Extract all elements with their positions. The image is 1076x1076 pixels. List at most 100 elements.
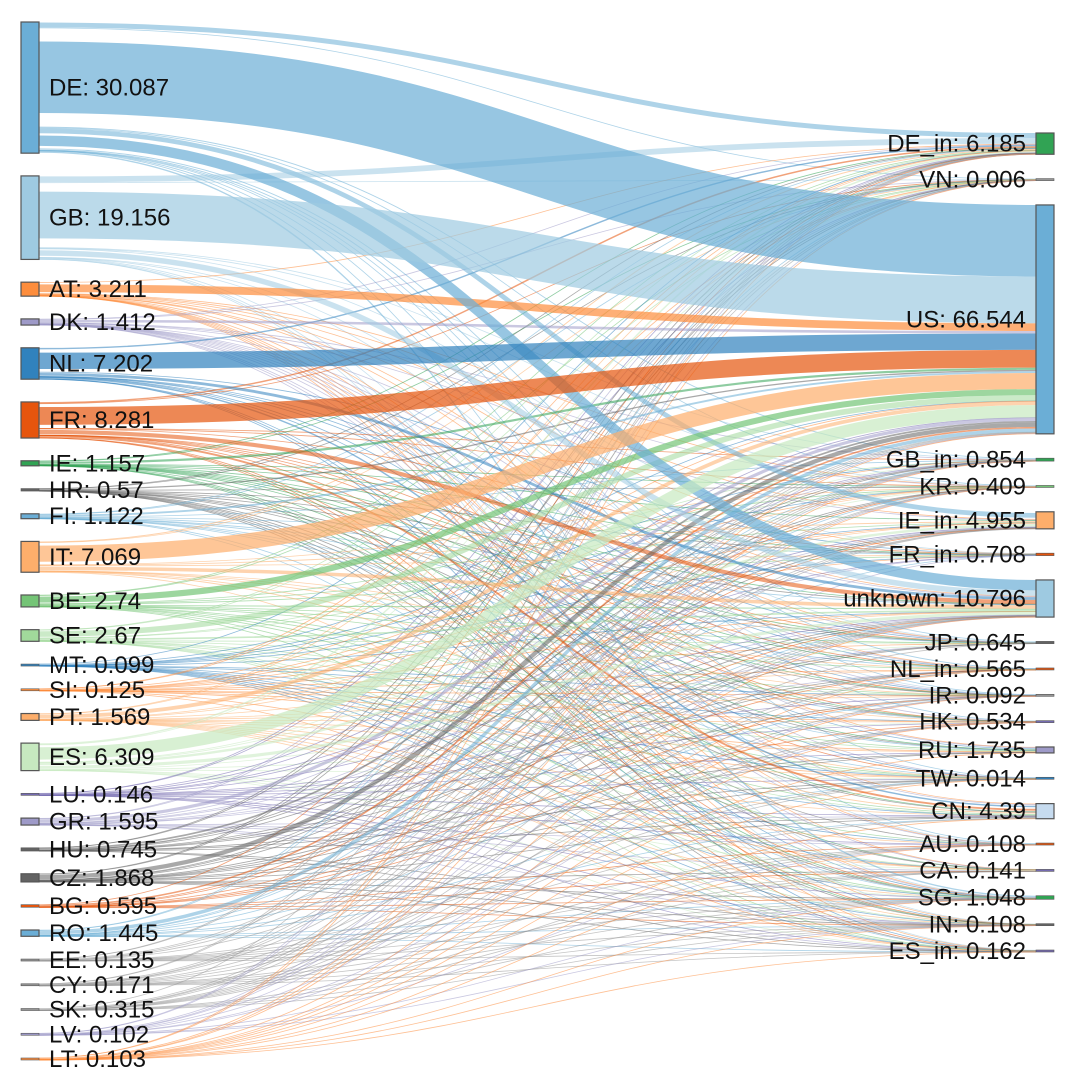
node-US[interactable] bbox=[1035, 204, 1055, 435]
link-MT-CN bbox=[38, 665, 1037, 817]
link-LU-SG bbox=[38, 794, 1037, 900]
label-IE: IE: 1.157 bbox=[49, 450, 145, 477]
node-NL[interactable] bbox=[20, 347, 40, 380]
node-KR[interactable] bbox=[1035, 485, 1055, 488]
label-CN: CN: 4.39 bbox=[931, 798, 1026, 825]
link-CZ-TW bbox=[38, 778, 1037, 882]
link-RO-ES_in bbox=[38, 935, 1037, 953]
link-RO-IR bbox=[38, 695, 1037, 937]
link-DE-US bbox=[38, 41, 1037, 277]
link-CY-KR bbox=[38, 487, 1037, 986]
node-BG[interactable] bbox=[20, 904, 40, 908]
node-DK[interactable] bbox=[20, 318, 40, 326]
node-NL_in[interactable] bbox=[1035, 667, 1055, 671]
node-FR_in[interactable] bbox=[1035, 552, 1055, 556]
node-SG[interactable] bbox=[1035, 895, 1055, 900]
link-LU-GB_in bbox=[38, 460, 1037, 796]
link-LV-unknown bbox=[38, 616, 1037, 1036]
node-SE[interactable] bbox=[20, 629, 40, 642]
node-RO[interactable] bbox=[20, 929, 40, 937]
node-HR[interactable] bbox=[20, 488, 40, 492]
node-ES_in[interactable] bbox=[1035, 949, 1055, 953]
label-FR: FR: 8.281 bbox=[49, 407, 154, 434]
node-IR[interactable] bbox=[1035, 694, 1055, 697]
node-FR[interactable] bbox=[20, 401, 40, 439]
node-CA[interactable] bbox=[1035, 869, 1055, 872]
link-HR-unknown bbox=[38, 490, 1037, 605]
node-IE_in[interactable] bbox=[1035, 511, 1055, 530]
link-RO-US bbox=[38, 428, 1037, 935]
node-RU[interactable] bbox=[1035, 746, 1055, 754]
label-VN: VN: 0.006 bbox=[919, 167, 1026, 194]
link-ES-DE_in bbox=[38, 151, 1037, 745]
label-EE: EE: 0.135 bbox=[49, 947, 154, 974]
node-AU[interactable] bbox=[1035, 842, 1055, 846]
link-MT-ES_in bbox=[38, 665, 1037, 952]
node-JP[interactable] bbox=[1035, 641, 1055, 644]
node-GB[interactable] bbox=[20, 175, 40, 261]
node-SI[interactable] bbox=[20, 688, 40, 692]
link-MT-GB_in bbox=[38, 460, 1037, 667]
link-EE-TW bbox=[38, 778, 1037, 962]
link-LU-TW bbox=[38, 778, 1037, 796]
node-CY[interactable] bbox=[20, 983, 40, 987]
node-MT[interactable] bbox=[20, 663, 40, 667]
link-EE-SG bbox=[38, 898, 1037, 962]
link-BG-IE_in bbox=[38, 528, 1037, 908]
link-LT-RU bbox=[38, 752, 1037, 1061]
link-HU-GB_in bbox=[38, 460, 1037, 851]
node-DE[interactable] bbox=[20, 21, 40, 154]
node-LT[interactable] bbox=[20, 1057, 40, 1061]
link-HR-JP bbox=[38, 490, 1037, 644]
link-BG-KR bbox=[38, 487, 1037, 908]
link-FR-JP bbox=[38, 434, 1037, 644]
link-SI-ES_in bbox=[38, 690, 1037, 952]
link-LU-ES_in bbox=[38, 794, 1037, 953]
link-SK-KR bbox=[38, 487, 1037, 1011]
link-AT-IE_in bbox=[38, 293, 1037, 520]
link-HR-FR_in bbox=[38, 490, 1037, 556]
node-AT[interactable] bbox=[20, 281, 40, 297]
node-HK[interactable] bbox=[1035, 720, 1055, 723]
link-FR-US bbox=[38, 349, 1037, 425]
node-CN[interactable] bbox=[1035, 803, 1055, 820]
node-BE[interactable] bbox=[20, 594, 40, 608]
link-DE-DE_in bbox=[38, 22, 1037, 138]
link-MT-HK bbox=[38, 665, 1037, 723]
node-IN[interactable] bbox=[1035, 923, 1055, 926]
nodes-layer bbox=[20, 21, 1055, 1061]
node-PT[interactable] bbox=[20, 712, 40, 721]
node-LU[interactable] bbox=[20, 793, 40, 796]
node-HU[interactable] bbox=[20, 847, 40, 852]
node-unknown[interactable] bbox=[1035, 579, 1055, 618]
node-ES[interactable] bbox=[20, 742, 40, 772]
label-GR: GR: 1.595 bbox=[49, 809, 158, 836]
link-DE-GB_in bbox=[38, 126, 1037, 460]
node-EE[interactable] bbox=[20, 958, 40, 962]
link-LT-IN bbox=[38, 925, 1037, 1061]
link-ES-unknown bbox=[38, 611, 1037, 769]
link-SK-GB_in bbox=[38, 460, 1037, 1011]
link-FR-CN bbox=[38, 435, 1037, 811]
node-DE_in[interactable] bbox=[1035, 132, 1055, 155]
node-IT[interactable] bbox=[20, 540, 40, 573]
node-SK[interactable] bbox=[20, 1008, 40, 1011]
node-GR[interactable] bbox=[20, 817, 40, 826]
node-VN[interactable] bbox=[1035, 178, 1055, 181]
link-GR-unknown bbox=[38, 614, 1037, 825]
node-CZ[interactable] bbox=[20, 873, 40, 883]
link-PT-CN bbox=[38, 719, 1037, 817]
link-IE-FR_in bbox=[38, 464, 1037, 556]
node-IE[interactable] bbox=[20, 460, 40, 467]
link-CZ-CA bbox=[38, 870, 1037, 883]
link-LT-AU bbox=[38, 844, 1037, 1061]
node-LV[interactable] bbox=[20, 1032, 40, 1036]
link-LV-KR bbox=[38, 487, 1037, 1036]
node-TW[interactable] bbox=[1035, 776, 1055, 780]
link-ES-GB_in bbox=[38, 460, 1037, 763]
node-FI[interactable] bbox=[20, 513, 40, 520]
label-RO: RO: 1.445 bbox=[49, 920, 158, 947]
link-SI-TW bbox=[38, 690, 1037, 780]
link-IT-HK bbox=[38, 570, 1037, 723]
node-GB_in[interactable] bbox=[1035, 457, 1055, 462]
